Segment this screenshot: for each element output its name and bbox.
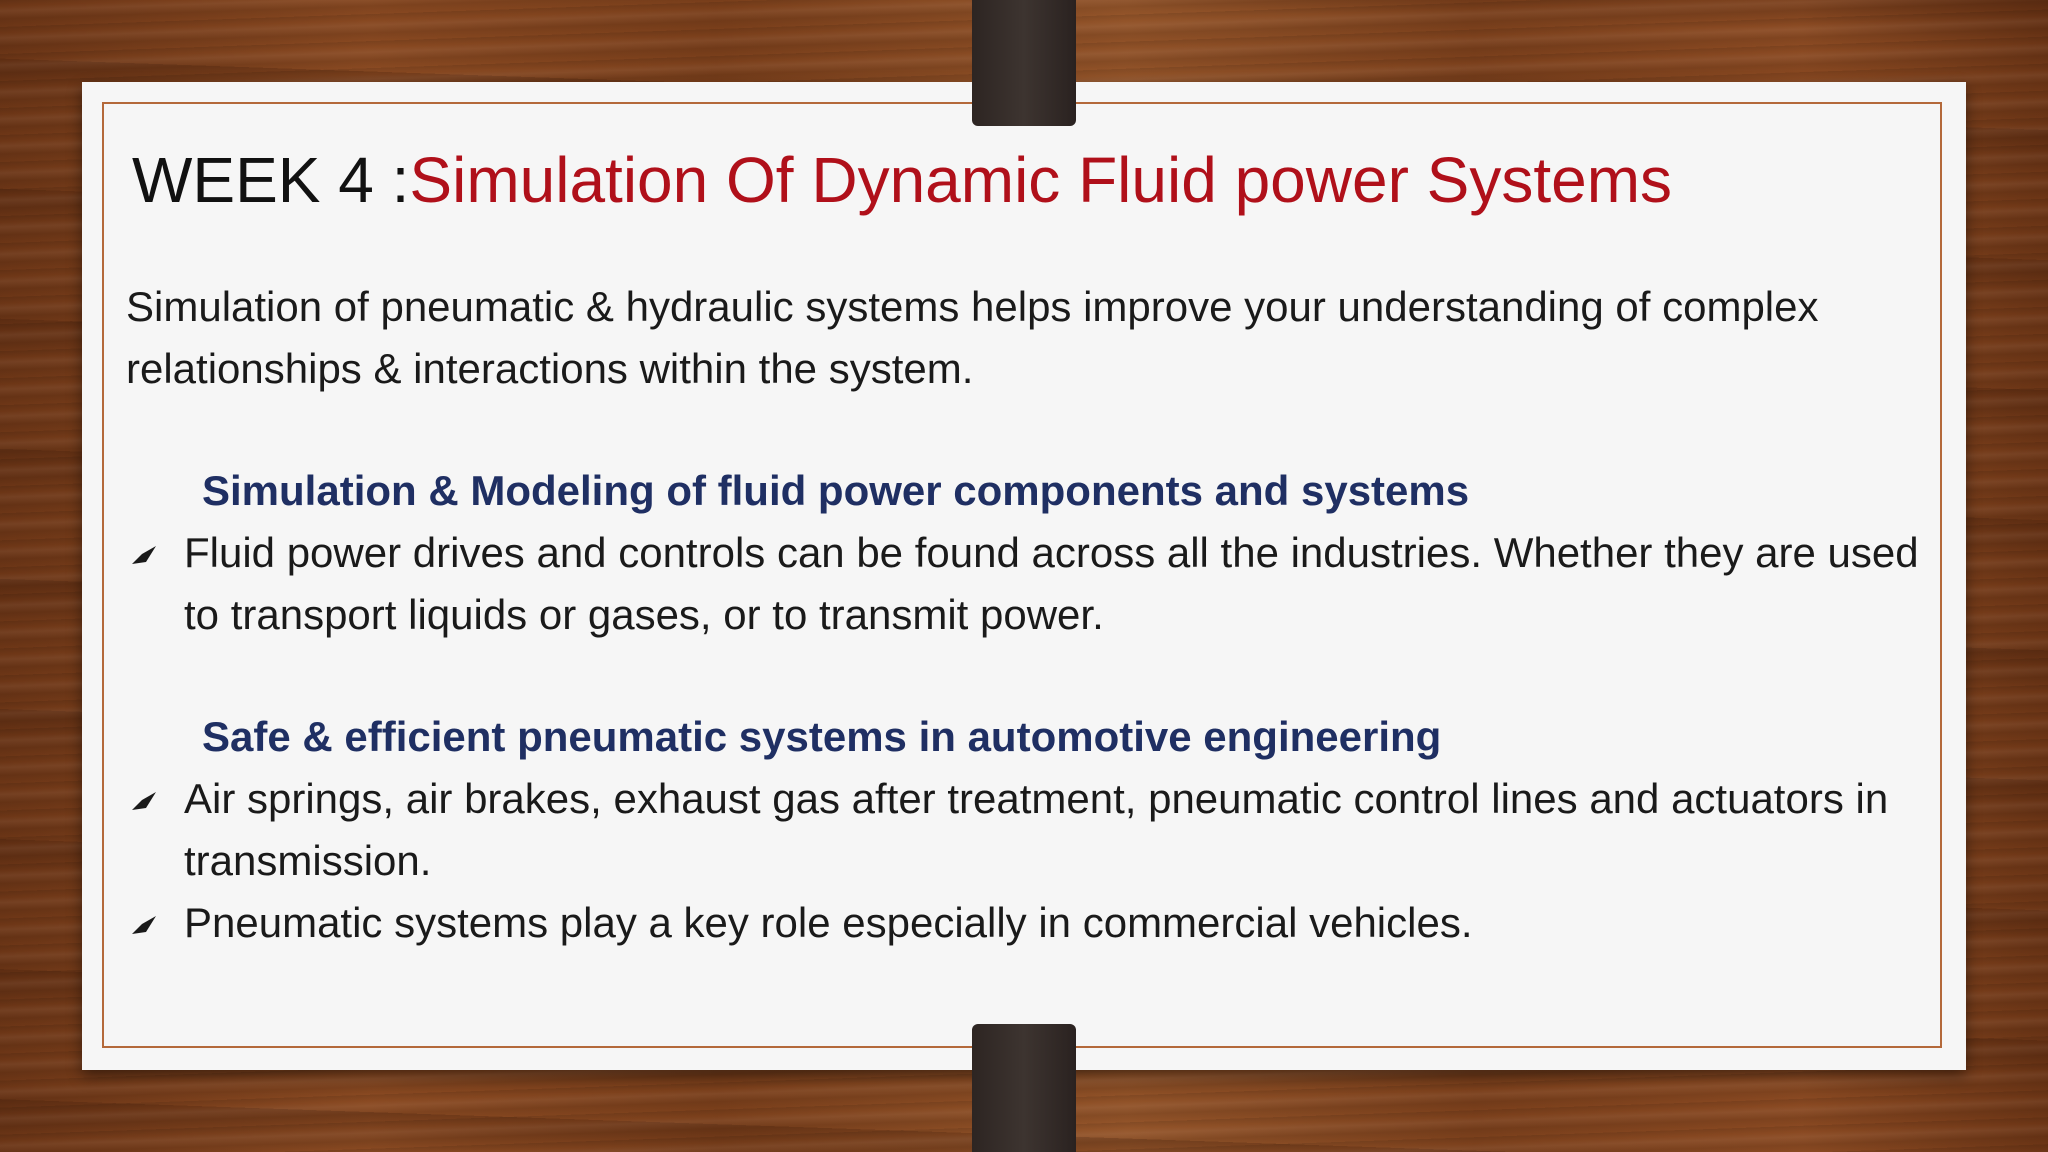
arrowhead-bullet-icon: [132, 792, 156, 810]
slide-paper: [82, 82, 1966, 1070]
bullet-text: Air springs, air brakes, exhaust gas aft…: [184, 775, 1889, 884]
arrowhead-bullet-icon: [132, 546, 156, 564]
slide-title: WEEK 4 :Simulation Of Dynamic Fluid powe…: [132, 140, 1672, 220]
title-main: Simulation Of Dynamic Fluid power System…: [409, 144, 1673, 216]
intro-paragraph: Simulation of pneumatic & hydraulic syst…: [126, 283, 1819, 392]
list-item: Air springs, air brakes, exhaust gas aft…: [0, 768, 1944, 892]
bullet-list-fluid-power: Fluid power drives and controls can be f…: [0, 522, 1944, 646]
section-heading-simulation-modeling: Simulation & Modeling of fluid power com…: [202, 467, 1470, 514]
arrowhead-bullet-icon: [132, 916, 156, 934]
title-prefix: WEEK 4 :: [132, 144, 410, 216]
top-clip: [972, 0, 1076, 126]
list-item: Fluid power drives and controls can be f…: [0, 522, 1944, 646]
list-item: Pneumatic systems play a key role especi…: [0, 892, 1944, 954]
section-heading-pneumatic-automotive: Safe & efficient pneumatic systems in au…: [202, 713, 1442, 760]
bottom-clip: [972, 1024, 1076, 1152]
bullet-list-pneumatic: Air springs, air brakes, exhaust gas aft…: [0, 768, 1944, 954]
bullet-text: Pneumatic systems play a key role especi…: [184, 899, 1473, 946]
bullet-text: Fluid power drives and controls can be f…: [184, 529, 1919, 638]
